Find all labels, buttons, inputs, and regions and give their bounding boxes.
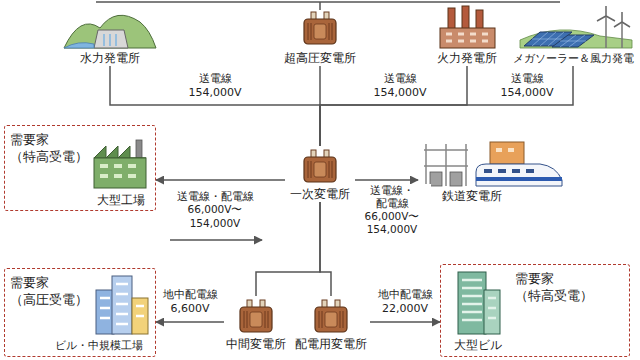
large-building-icon — [484, 290, 500, 334]
facility-label: ビル・中規模工場 — [55, 339, 143, 353]
customer-group-box: 需要家 （高圧受電） ビル・中規模工場 — [4, 268, 156, 357]
return-arrow — [170, 240, 262, 241]
facility-label: 大型ビル — [454, 338, 502, 353]
line-label: 地中配電線 6,600V — [157, 288, 223, 316]
hydro-plant-icon — [64, 15, 156, 48]
facility-label: 水力発電所 — [80, 51, 140, 66]
building-icon — [100, 284, 144, 324]
power-line — [355, 179, 418, 181]
facility-node: ビル・中規模工場 — [45, 273, 153, 353]
railway-substation-icon — [476, 177, 562, 181]
facility-node: 水力発電所 — [60, 6, 160, 66]
power-line — [370, 321, 440, 323]
solar-wind-icon — [560, 35, 586, 47]
building-icon — [96, 290, 114, 334]
facility-label: 配電用変電所 — [295, 337, 367, 352]
power-line — [256, 202, 320, 296]
transformer-icon — [240, 300, 272, 332]
facility-node: 大型工場 — [89, 138, 153, 208]
line-label: 送電線・配電線 66,000V〜 154,000V — [353, 184, 431, 237]
solar-wind-icon — [552, 35, 594, 47]
railway-substation-icon — [476, 164, 562, 186]
railway-substation-icon — [424, 144, 468, 186]
power-line — [320, 66, 573, 146]
facility-node: 鉄道変電所 — [418, 138, 563, 204]
thermal-plant-icon — [462, 6, 469, 30]
building-icon — [96, 276, 148, 334]
facility-node: 中間変電所 — [224, 296, 288, 352]
facility-node: 配電用変電所 — [292, 296, 370, 352]
solar-wind-icon — [597, 6, 615, 21]
thermal-plant-icon — [440, 6, 495, 48]
thermal-plant-icon — [476, 10, 483, 30]
power-line — [320, 202, 331, 296]
facility-label: 鉄道変電所 — [442, 189, 502, 204]
hydro-plant-icon — [94, 30, 128, 48]
facility-label: 超高圧変電所 — [284, 51, 356, 66]
large-building-icon — [458, 272, 500, 334]
return-arrow — [170, 239, 262, 241]
facility-label: 火力発電所 — [437, 51, 497, 66]
power-line — [110, 66, 320, 146]
factory-icon — [94, 158, 146, 188]
railway-substation-icon — [484, 169, 534, 173]
customer-group-box: 需要家 （特高受電） 大型工場 — [4, 125, 156, 211]
group-title: 需要家 （特高受電） — [515, 271, 595, 305]
thermal-plant-icon — [448, 8, 455, 30]
factory-icon — [94, 146, 146, 158]
facility-label: 中間変電所 — [226, 337, 286, 352]
factory-icon — [94, 140, 146, 188]
customer-group-box: 需要家 （特高受電） 大型ビル — [440, 264, 630, 357]
factory-icon — [100, 166, 136, 176]
line-label: 送電線・配電線 66,000V〜 154,000V — [175, 190, 255, 229]
solar-wind-icon — [614, 12, 630, 27]
line-label: 送電線 154,000V — [184, 72, 246, 100]
factory-icon — [136, 140, 142, 158]
facility-node: 火力発電所 — [422, 6, 512, 66]
group-title: 需要家 （高圧受電） — [10, 275, 90, 309]
railway-substation-icon — [430, 172, 442, 186]
power-line — [156, 321, 224, 323]
facility-node: メガソーラー＆風力発電 — [510, 6, 636, 66]
thermal-plant-icon — [440, 28, 495, 48]
group-title: 需要家 （特高受電） — [10, 132, 90, 166]
line-label: 地中配電線 22,000V — [372, 288, 438, 316]
solar-wind-icon — [520, 30, 632, 48]
transformer-icon — [315, 300, 347, 332]
solar-wind-icon — [520, 6, 632, 48]
line-label: 送電線 154,000V — [369, 72, 431, 100]
top-line — [96, 2, 560, 10]
transformer-icon — [304, 150, 336, 182]
line-label: 送電線 154,000V — [496, 72, 558, 100]
thermal-plant-icon — [446, 34, 488, 41]
railway-substation-icon — [424, 142, 562, 186]
hydro-plant-icon — [64, 43, 94, 48]
power-line — [320, 66, 467, 146]
facility-node: 大型ビル — [447, 269, 509, 353]
railway-substation-icon — [496, 148, 514, 152]
facility-node: 超高圧変電所 — [282, 6, 358, 66]
facility-label: 大型工場 — [97, 193, 145, 208]
facility-label: 一次変電所 — [290, 187, 350, 202]
transformer-icon — [304, 12, 336, 44]
top-line — [96, 2, 560, 10]
facility-node: 一次変電所 — [285, 146, 355, 202]
large-building-icon — [462, 280, 496, 320]
hydro-plant-icon — [104, 34, 116, 46]
facility-label: メガソーラー＆風力発電 — [513, 52, 634, 66]
power-line — [156, 179, 285, 181]
railway-substation-icon — [490, 142, 524, 164]
railway-substation-icon — [450, 172, 462, 186]
hydro-plant-icon — [64, 15, 156, 48]
